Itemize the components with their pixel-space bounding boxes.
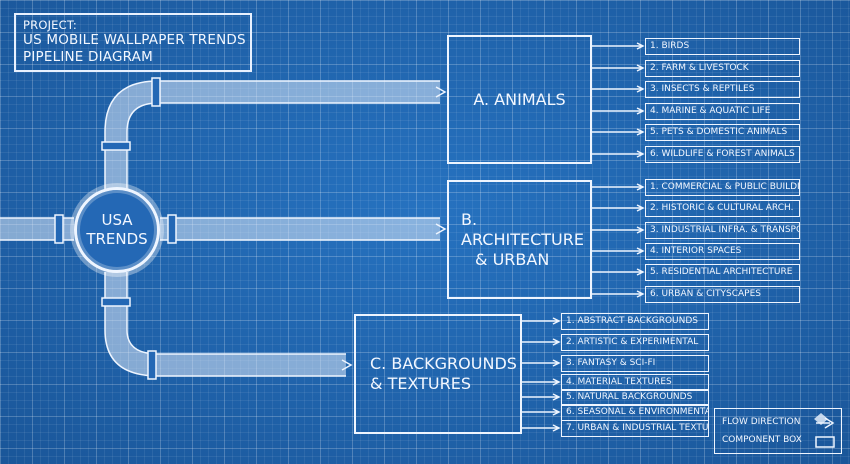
- subcategory-item: 5. NATURAL BACKGROUNDS: [561, 389, 709, 406]
- connector-arrow: [592, 204, 645, 212]
- connector-arrow: [592, 290, 645, 298]
- subcategory-item: 3. INDUSTRIAL INFRA. & TRANSPORT: [645, 222, 800, 239]
- subcategory-item: 6. URBAN & CITYSCAPES: [645, 286, 800, 303]
- subcategory-item: 4. INTERIOR SPACES: [645, 243, 800, 260]
- connector-arrow: [592, 85, 645, 93]
- project-title-line2: PIPELINE DIAGRAM: [23, 49, 153, 65]
- subcategory-item: 1. ABSTRACT BACKGROUNDS: [561, 313, 709, 330]
- subcategory-item: 7. URBAN & INDUSTRIAL TEXTURES: [561, 420, 709, 437]
- category-subtitle: & URBAN: [475, 249, 550, 269]
- connector-arrow: [522, 408, 561, 416]
- subcategory-item: 6. WILDLIFE & FOREST ANIMALS: [645, 146, 800, 163]
- connector-arrow: [592, 226, 645, 234]
- category-box-animals: A. ANIMALS: [447, 35, 592, 164]
- usa-trends-hub: USA TRENDS: [74, 187, 160, 273]
- connector-arrow: [522, 393, 561, 401]
- connector-arrow: [522, 424, 561, 432]
- subcategory-item: 1. COMMERCIAL & PUBLIC BUILDINGS: [645, 179, 800, 196]
- subcategory-item: 1. BIRDS: [645, 38, 800, 55]
- connector-arrow: [592, 247, 645, 255]
- subcategory-item: 2. FARM & LIVESTOCK: [645, 60, 800, 77]
- subcategory-item: 5. RESIDENTIAL ARCHITECTURE: [645, 264, 800, 281]
- hub-line2: TRENDS: [86, 230, 148, 248]
- category-box-architecture: B. ARCHITECTURE & URBAN: [447, 180, 592, 299]
- subcategory-item: 3. FANTASY & SCI-FI: [561, 355, 709, 372]
- subcategory-item: 4. MARINE & AQUATIC LIFE: [645, 103, 800, 120]
- connector-arrow: [592, 64, 645, 72]
- category-box-backgrounds: C. BACKGROUNDS & TEXTURES: [354, 314, 522, 434]
- connector-arrow: [522, 317, 561, 325]
- subcategory-item: 2. ARTISTIC & EXPERIMENTAL: [561, 334, 709, 351]
- hub-line1: USA: [101, 211, 133, 229]
- project-label: PROJECT:: [23, 18, 77, 32]
- subcategory-item: 4. MATERIAL TEXTURES: [561, 374, 709, 391]
- legend-flow-label: FLOW DIRECTION: [722, 417, 801, 427]
- subcategory-item: 3. INSECTS & REPTILES: [645, 81, 800, 98]
- connector-arrow: [522, 378, 561, 386]
- connector-arrow: [592, 268, 645, 276]
- connector-arrow: [592, 107, 645, 115]
- subcategory-item: 6. SEASONAL & ENVIRONMENTAL: [561, 404, 709, 421]
- project-title-line1: US MOBILE WALLPAPER TRENDS: [23, 32, 246, 48]
- category-title: B. ARCHITECTURE: [461, 209, 584, 249]
- connector-arrow: [592, 128, 645, 136]
- connector-arrow: [522, 359, 561, 367]
- connector-arrow: [592, 150, 645, 158]
- connector-arrow: [522, 338, 561, 346]
- subcategory-item: 2. HISTORIC & CULTURAL ARCH.: [645, 200, 800, 217]
- connector-arrow: [592, 42, 645, 50]
- legend-box: FLOW DIRECTION COMPONENT BOX: [714, 408, 842, 454]
- category-title: C. BACKGROUNDS: [370, 354, 517, 373]
- project-title-block: PROJECT: US MOBILE WALLPAPER TRENDS PIPE…: [14, 13, 252, 72]
- legend-component-label: COMPONENT BOX: [722, 435, 802, 445]
- category-title: A. ANIMALS: [473, 89, 566, 109]
- legend-symbols: [814, 413, 835, 448]
- connector-arrow: [592, 183, 645, 191]
- subcategory-item: 5. PETS & DOMESTIC ANIMALS: [645, 124, 800, 141]
- category-subtitle: & TEXTURES: [370, 374, 471, 393]
